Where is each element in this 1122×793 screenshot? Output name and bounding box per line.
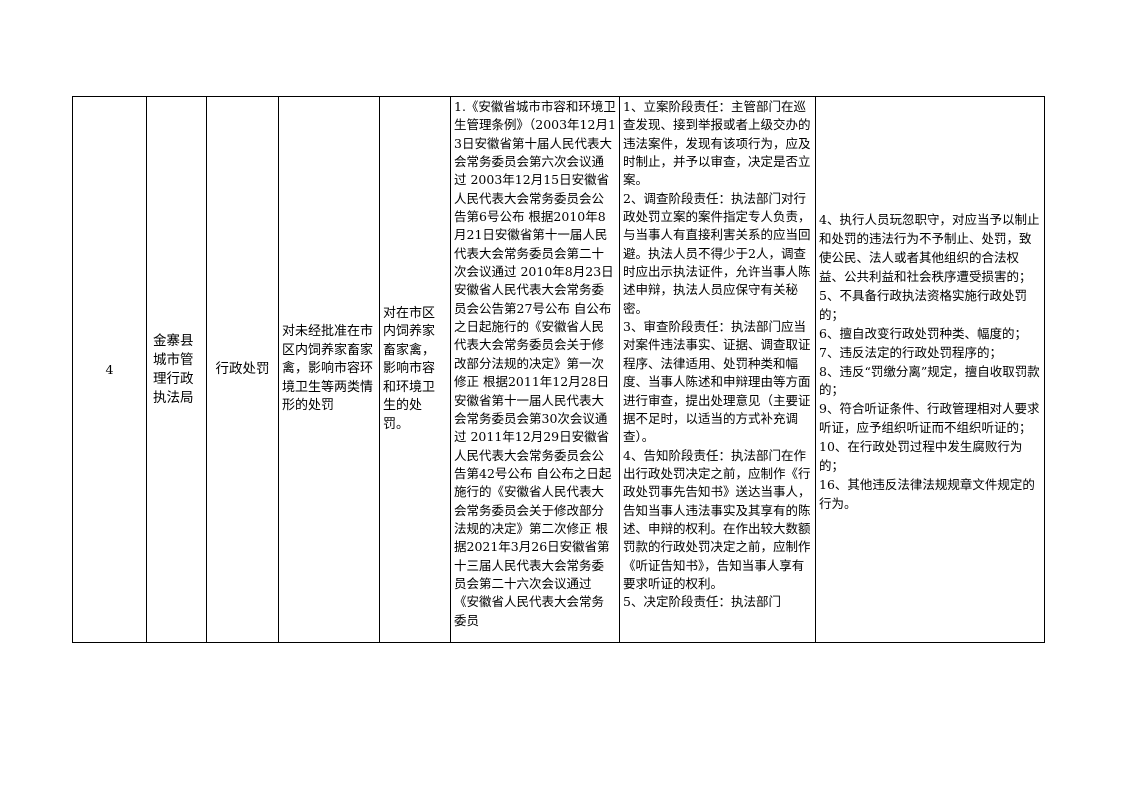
accountability-item: 9、符合听证条件、行政管理相对人要求听证，应予组织听证而不组织听证的； <box>819 401 1040 436</box>
power-type: 行政处罚 <box>215 361 270 377</box>
responsibility-item: 2、调查阶段责任：执法部门对行政处罚立案的案件指定专人负责，与当事人有直接利害关… <box>623 190 811 316</box>
row-number: 4 <box>105 362 114 377</box>
accountability-item: 8、违反“罚缴分离”规定，擅自收取罚款的； <box>819 363 1040 398</box>
responsibility-item: 5、决定阶段责任：执法部门 <box>623 594 781 610</box>
cell-power-type: 行政处罚 <box>207 97 279 642</box>
cell-responsibility: 1、立案阶段责任：主管部门在巡查发现、接到举报或者上级交办的违法案件，发现有该项… <box>620 97 816 642</box>
accountability-item: 5、不具备行政执法资格实施行政处罚的； <box>819 287 1027 322</box>
accountability-table: 4 金寨县城市管理行政执法局 行政处罚 对未经批准在市区内饲养家畜家禽，影响市容… <box>72 96 1045 643</box>
responsibility-list: 1、立案阶段责任：主管部门在巡查发现、接到举报或者上级交办的违法案件，发现有该项… <box>620 98 815 612</box>
accountability-list: 4、执行人员玩忽职守，对应当予以制止和处罚的违法行为不予制止、处罚，致使公民、法… <box>816 211 1044 514</box>
responsibility-item: 4、告知阶段责任：执法部门在作出行政处罚决定之前，应制作《行政处罚事先告知书》送… <box>623 447 811 591</box>
item-name: 对未经批准在市区内饲养家畜家禽，影响市容环境卫生等两类情形的处罚 <box>282 324 374 414</box>
department-name: 金寨县城市管理行政执法局 <box>153 332 194 406</box>
cell-sub-item: 对在市区内饲养家畜家禽，影响市容和环境卫生的处罚。 <box>380 97 451 642</box>
legal-basis-text: 1.《安徽省城市市容和环境卫生管理条例》（2003年12月13日安徽省第十届人民… <box>454 99 616 628</box>
cell-department: 金寨县城市管理行政执法局 <box>147 97 207 642</box>
accountability-item: 16、其他违反法律法规规章文件规定的行为。 <box>819 476 1035 511</box>
accountability-item: 4、执行人员玩忽职守，对应当予以制止和处罚的违法行为不予制止、处罚，致使公民、法… <box>819 212 1040 284</box>
accountability-item: 7、违反法定的行政处罚程序的； <box>819 344 1002 360</box>
accountability-item: 10、在行政处罚过程中发生腐败行为的； <box>819 439 1023 474</box>
accountability-item: 6、擅自改变行政处罚种类、幅度的； <box>819 325 1027 341</box>
cell-accountability: 4、执行人员玩忽职守，对应当予以制止和处罚的违法行为不予制止、处罚，致使公民、法… <box>816 97 1044 642</box>
responsibility-item: 3、审查阶段责任：执法部门应当对案件违法事实、证据、调查取证程序、法律适用、处罚… <box>623 319 811 445</box>
cell-item-name: 对未经批准在市区内饲养家畜家禽，影响市容环境卫生等两类情形的处罚 <box>279 97 380 642</box>
cell-number: 4 <box>73 97 147 642</box>
cell-legal-basis: 1.《安徽省城市市容和环境卫生管理条例》（2003年12月13日安徽省第十届人民… <box>451 97 620 642</box>
responsibility-item: 1、立案阶段责任：主管部门在巡查发现、接到举报或者上级交办的违法案件，发现有该项… <box>623 99 811 188</box>
sub-item-name: 对在市区内饲养家畜家禽，影响市容和环境卫生的处罚。 <box>383 306 436 432</box>
